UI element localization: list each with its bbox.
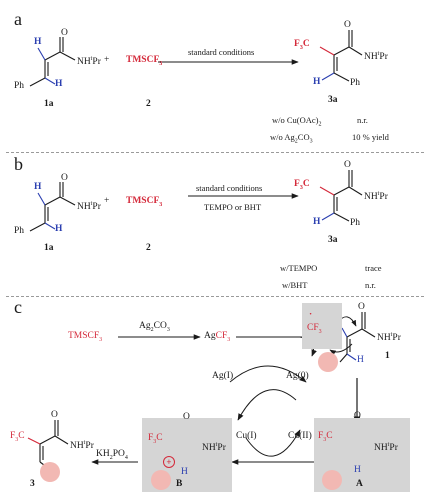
prod3-id: 3 [30, 479, 35, 489]
ag-0-label: Ag(0) [286, 371, 309, 381]
sm-b-id: 1a [44, 243, 54, 253]
prod3-amide: NHiPr [70, 440, 94, 452]
prod-b-oxygen: O [344, 160, 351, 170]
sm-b-phenyl: Ph [14, 226, 25, 236]
ctrl-a2-label: w/o Ag2CO3 [270, 132, 313, 145]
reagent-a-id: 2 [146, 99, 151, 109]
section-divider-bc [6, 296, 424, 297]
intB-cf3: F3C [148, 433, 163, 445]
intB-oxygen: O [183, 412, 190, 422]
prod-b-h: H [313, 217, 321, 227]
panel-c-label: c [14, 297, 22, 317]
intA-oxygen: O [354, 411, 361, 421]
sm-b-h-top: H [34, 182, 42, 192]
substituent-circle-B [151, 470, 171, 490]
arrow-b-label-top: standard conditions [196, 183, 263, 193]
ctrl-b1-label: w/TEMPO [280, 263, 318, 273]
radical-dot: · [309, 310, 313, 320]
prod3-oxygen: O [51, 410, 58, 420]
prod-a-cf3: F3C [294, 39, 310, 51]
intA-h: H [354, 465, 361, 475]
reagent-b-id: 2 [146, 243, 151, 253]
prod-b-id: 3a [328, 235, 338, 245]
prod-a-amide: NHiPr [364, 51, 388, 63]
ctrl-a1-label: w/o Cu(OAc)2 [272, 115, 322, 128]
sub1-id: 1 [385, 351, 390, 361]
structure-3 [27, 420, 69, 469]
prod-b-amide: NHiPr [364, 191, 388, 203]
plus-a: + [104, 55, 110, 65]
ctrl-a1-result: n.r. [357, 115, 368, 125]
ctrl-b2-label: w/BHT [282, 280, 308, 290]
agcf3-c: AgCF3 [204, 331, 231, 343]
cu-ii-label: Cu(II) [288, 431, 312, 441]
plus-b: + [104, 196, 110, 206]
base-kh2po4: KH2PO4 [96, 449, 128, 461]
ctrl-b1-result: trace [365, 263, 382, 273]
intB-amide: NHiPr [202, 442, 226, 454]
intA-id: A [356, 479, 363, 489]
sm-b-amide: NHiPr [77, 201, 101, 213]
section-divider-ab [6, 152, 424, 153]
cf3-radical: CF3 [307, 323, 322, 335]
sm-b-oxygen: O [61, 173, 68, 183]
cu-i-label: Cu(I) [236, 431, 257, 441]
prod-a-h: H [313, 77, 321, 87]
sm-a-amide: NHiPr [77, 56, 101, 68]
sm-b-h-bottom: H [55, 224, 63, 234]
sub1-amide: NHiPr [377, 332, 401, 344]
sm-a-h-top: H [34, 37, 42, 47]
sub1-oxygen: O [358, 302, 365, 312]
ag-i-label: Ag(I) [212, 371, 234, 381]
prod-b-cf3: F3C [294, 179, 310, 191]
intB-id: B [176, 479, 183, 489]
arrow-a-label: standard conditions [188, 47, 255, 57]
prod-a-oxygen: O [344, 20, 351, 30]
intB-h: H [181, 467, 188, 477]
substituent-circle-3 [40, 462, 60, 482]
arrow-b-label-bottom: TEMPO or BHT [204, 202, 262, 212]
sm-a-phenyl: Ph [14, 81, 25, 91]
structure-1a-a [29, 37, 76, 87]
prod-a-id: 3a [328, 95, 338, 105]
sm-a-h-bottom: H [55, 79, 63, 89]
substituent-circle-1 [318, 352, 338, 372]
structure-3a-a [319, 30, 363, 82]
prod3-cf3: F3C [10, 431, 25, 443]
carbocation-plus: + [163, 456, 175, 468]
prod-b-phenyl: Ph [350, 218, 361, 228]
ctrl-a2-result: 10 % yield [352, 132, 389, 142]
ctrl-b2-result: n.r. [365, 280, 376, 290]
sm-a-oxygen: O [61, 28, 68, 38]
structure-1a-b [29, 182, 76, 232]
prod-a-phenyl: Ph [350, 78, 361, 88]
sub1-h: H [357, 355, 364, 365]
panel-b-label: b [14, 154, 23, 174]
substituent-circle-A [322, 470, 342, 490]
radical-highlight-box [302, 303, 342, 349]
intA-amide: NHiPr [374, 442, 398, 454]
structure-3a-b [319, 170, 363, 222]
reagent-a: TMSCF3 [126, 55, 163, 67]
tmscf3-c: TMSCF3 [68, 331, 103, 343]
sm-a-id: 1a [44, 99, 54, 109]
reagent-b: TMSCF3 [126, 196, 163, 208]
ag2co3-c: Ag2CO3 [139, 321, 170, 333]
intA-cf3: F3C [318, 431, 333, 443]
panel-a-label: a [14, 9, 22, 29]
